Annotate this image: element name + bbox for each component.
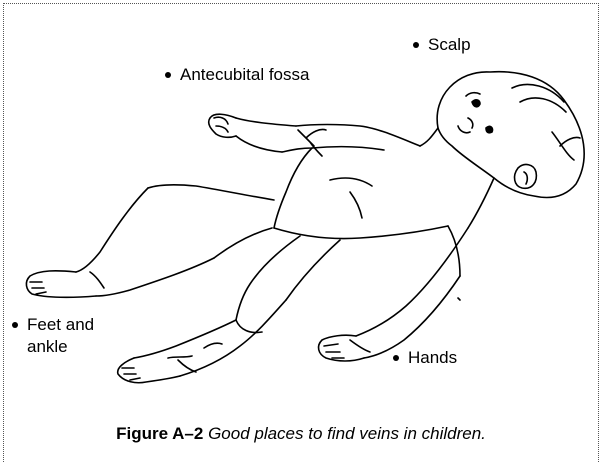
label-scalp-text: Scalp bbox=[428, 34, 471, 56]
hand bbox=[319, 335, 364, 361]
label-feet-line2: ankle bbox=[27, 337, 68, 356]
label-feet-line1: Feet and bbox=[27, 315, 94, 334]
torso-left bbox=[274, 148, 312, 228]
nose bbox=[468, 118, 473, 128]
label-hands: Hands bbox=[393, 347, 457, 369]
right-foot bbox=[118, 358, 180, 383]
label-feet-ankle-text: Feet and ankle bbox=[27, 314, 94, 358]
label-scalp: Scalp bbox=[413, 34, 471, 56]
right-toes bbox=[122, 368, 140, 380]
hip-right bbox=[448, 226, 460, 276]
hair-line-2 bbox=[520, 98, 566, 112]
hand-vein bbox=[350, 340, 370, 352]
neck bbox=[420, 128, 438, 146]
figure-caption: Figure A–2 Good places to find veins in … bbox=[0, 424, 602, 444]
bullet-dot bbox=[413, 42, 419, 48]
shin-vein bbox=[204, 343, 222, 348]
upper-arm-top bbox=[296, 125, 420, 147]
forearm bbox=[236, 118, 296, 152]
eye-right bbox=[486, 126, 493, 132]
upper-arm-bottom bbox=[282, 147, 384, 152]
ear-detail bbox=[524, 172, 527, 184]
label-antecubital-text: Antecubital fossa bbox=[180, 64, 309, 86]
eye-left bbox=[472, 100, 480, 107]
figure-caption-text: Good places to find veins in children. bbox=[208, 424, 486, 443]
scalp-vein bbox=[552, 132, 580, 160]
left-thigh-bottom bbox=[214, 228, 272, 258]
ankle-vein-left bbox=[90, 272, 104, 288]
label-feet-ankle: Feet and ankle bbox=[12, 314, 94, 358]
left-thigh-top bbox=[148, 185, 274, 200]
torso-crease bbox=[350, 192, 362, 218]
ankle-vein-right bbox=[168, 356, 196, 372]
head-outline bbox=[437, 72, 584, 198]
hair-line bbox=[512, 84, 564, 102]
figure-id: Figure A–2 bbox=[116, 424, 203, 443]
right-shin-top bbox=[134, 320, 236, 358]
bullet-dot bbox=[393, 355, 399, 361]
left-toes bbox=[30, 282, 46, 294]
lower-arm-bottom bbox=[364, 276, 460, 358]
label-hands-text: Hands bbox=[408, 347, 457, 369]
fist-fingers bbox=[214, 117, 228, 132]
mouth bbox=[458, 126, 470, 133]
left-shin-bottom bbox=[96, 258, 214, 296]
right-thigh-top bbox=[236, 236, 300, 320]
tick-mark bbox=[458, 298, 460, 300]
brow bbox=[466, 93, 480, 96]
lower-arm-top bbox=[356, 228, 468, 336]
antecubital-vein bbox=[298, 129, 326, 156]
left-shin bbox=[76, 188, 148, 272]
chest-right-edge bbox=[468, 178, 494, 228]
hand-fingers bbox=[324, 344, 344, 358]
label-antecubital: Antecubital fossa bbox=[165, 64, 309, 86]
torso-line bbox=[330, 178, 372, 186]
right-thigh-bottom bbox=[286, 240, 340, 300]
bullet-dot bbox=[165, 72, 171, 78]
bullet-dot bbox=[12, 322, 18, 328]
ear bbox=[515, 165, 537, 189]
